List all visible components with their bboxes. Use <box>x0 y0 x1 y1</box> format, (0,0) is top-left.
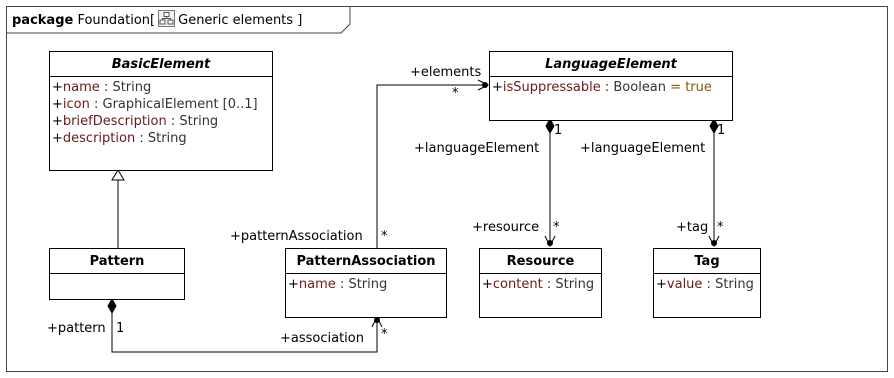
multiplicity-tag: * <box>717 220 724 235</box>
resource-ownership-dot <box>547 240 553 246</box>
multiplicity-language-element-tag: 1 <box>717 123 726 138</box>
role-pattern: +pattern <box>47 321 106 336</box>
attribute-list: +name : String +icon : GraphicalElement … <box>50 77 272 149</box>
role-language-element-tag: +languageElement <box>580 141 706 156</box>
attribute-row: +isSuppressable : Boolean = true <box>492 80 712 95</box>
attribute-row: +description : String <box>52 131 187 146</box>
class-name: Resource <box>480 249 601 274</box>
attribute-row: +icon : GraphicalElement [0..1] <box>52 97 258 112</box>
tag-ownership-dot <box>711 240 717 246</box>
association-ownership-dot <box>374 317 380 323</box>
class-name: PatternAssociation <box>286 249 446 274</box>
attribute-list: +value : String <box>654 274 760 295</box>
package-tab-outline <box>6 6 351 34</box>
role-association: +association <box>280 331 364 346</box>
pattern-association-line <box>111 300 378 353</box>
class-name: Pattern <box>50 249 184 274</box>
pattern-composition-diamond <box>107 297 117 315</box>
multiplicity-language-element-resource: 1 <box>554 123 563 138</box>
tag-composition-diamond <box>709 117 719 135</box>
role-resource: +resource <box>472 220 540 235</box>
attribute-row: +name : String <box>288 277 388 292</box>
class-tag[interactable]: Tag +value : String <box>653 248 761 318</box>
multiplicity-resource: * <box>553 220 560 235</box>
attribute-row: +content : String <box>482 277 595 292</box>
multiplicity-pattern: 1 <box>116 321 125 336</box>
attribute-row: +value : String <box>656 277 754 292</box>
class-diagram-icon <box>158 10 176 27</box>
class-resource[interactable]: Resource +content : String <box>479 248 602 318</box>
package-frame <box>6 6 888 372</box>
class-pattern-association[interactable]: PatternAssociation +name : String <box>285 248 447 318</box>
elements-association-line <box>376 84 487 248</box>
multiplicity-elements: * <box>452 86 459 101</box>
role-elements: +elements <box>410 65 482 80</box>
resource-composition-diamond <box>545 117 555 135</box>
attribute-list: +content : String <box>480 274 601 295</box>
multiplicity-pattern-association: * <box>381 229 388 244</box>
attribute-list: +isSuppressable : Boolean = true <box>490 77 732 98</box>
attribute-row: +name : String <box>52 80 152 95</box>
elements-ownership-dot <box>482 82 488 88</box>
class-name: BasicElement <box>50 52 272 77</box>
role-tag: +tag <box>676 220 709 235</box>
diagram-name: Generic elements <box>178 13 294 28</box>
multiplicity-association: * <box>381 327 388 342</box>
class-name: Tag <box>654 249 760 274</box>
role-pattern-association: +patternAssociation <box>230 229 363 244</box>
class-pattern[interactable]: Pattern <box>49 248 185 300</box>
generalization-arrowhead <box>111 169 125 181</box>
class-language-element[interactable]: LanguageElement +isSuppressable : Boolea… <box>489 51 733 121</box>
package-keyword: package <box>12 13 74 28</box>
role-language-element-resource: +languageElement <box>414 141 540 156</box>
attribute-list: +name : String <box>286 274 446 295</box>
class-basic-element[interactable]: BasicElement +name : String +icon : Grap… <box>49 51 273 171</box>
attribute-row: +briefDescription : String <box>52 114 219 129</box>
class-name: LanguageElement <box>490 52 732 77</box>
package-label: package Foundation[ Generic elements ] <box>12 10 302 28</box>
package-name: Foundation <box>77 13 151 28</box>
